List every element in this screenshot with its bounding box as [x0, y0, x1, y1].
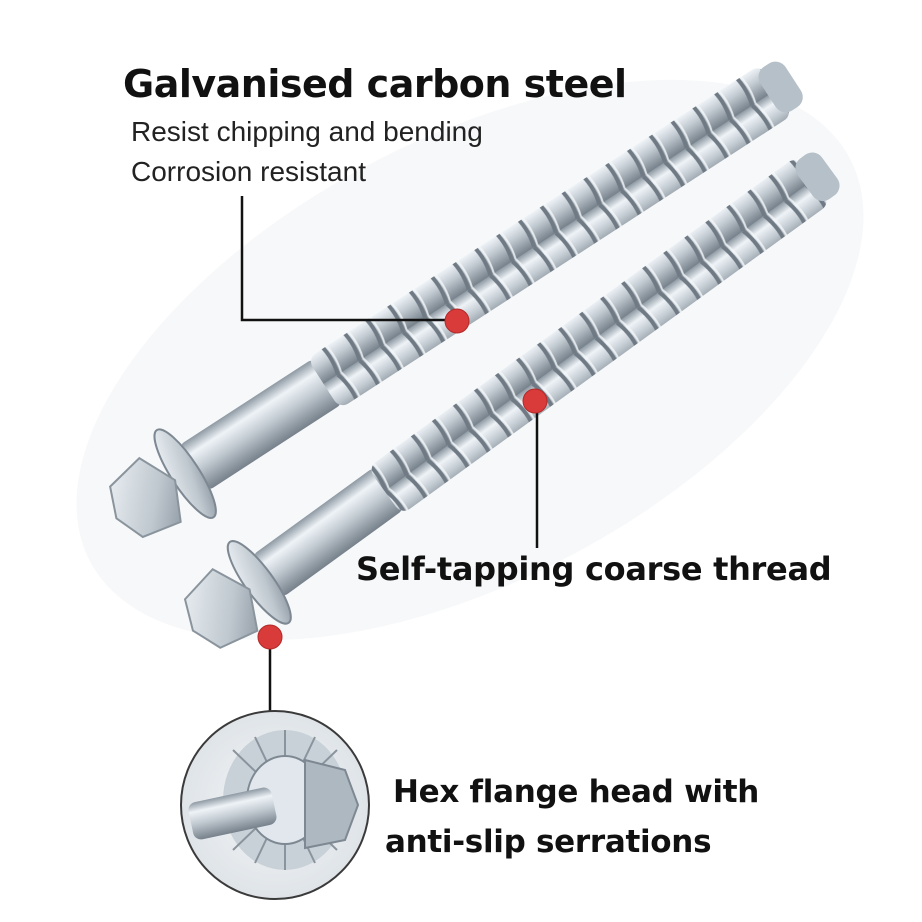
head-caption: Hex flange head with anti-slip serration…	[385, 767, 813, 867]
material-leader-line	[240, 196, 450, 322]
zoom-inset	[180, 710, 370, 900]
head-caption-line-1: Hex flange head with	[393, 774, 760, 810]
material-feature-2: Corrosion resistant	[131, 156, 366, 187]
lower-screw	[183, 152, 840, 649]
marker-dot	[257, 624, 283, 650]
material-title: Galvanised carbon steel	[123, 62, 627, 106]
head-caption-line-2: anti-slip serrations	[385, 824, 712, 860]
thread-title: Self-tapping coarse thread	[356, 550, 832, 588]
marker-dot	[444, 308, 470, 334]
material-feature-1: Resist chipping and bending	[131, 116, 483, 147]
marker-dot	[522, 388, 548, 414]
